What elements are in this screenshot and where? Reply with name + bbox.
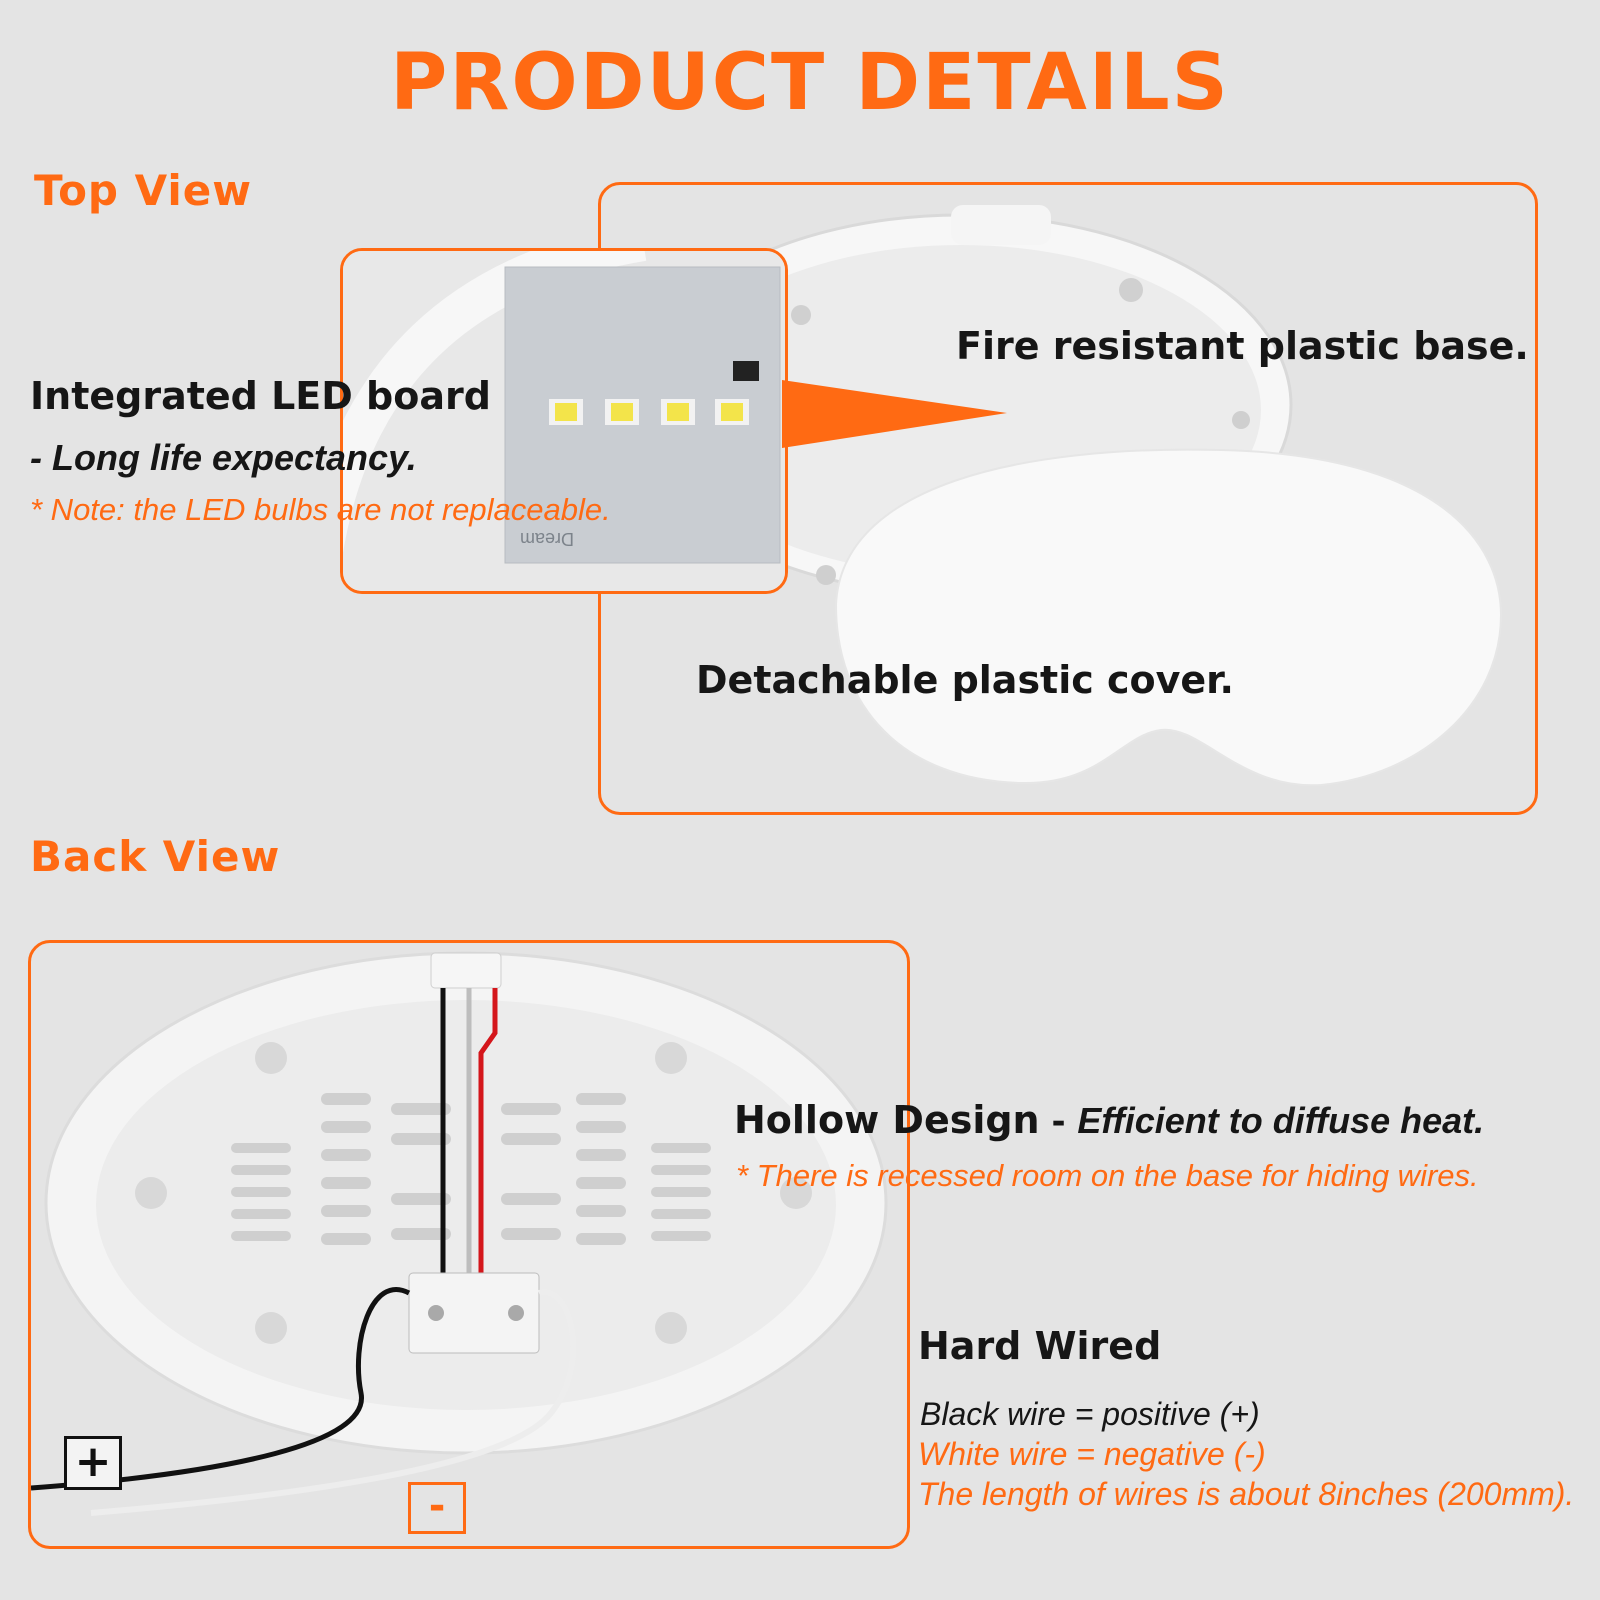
led-board-inset	[340, 248, 788, 594]
negative-marker: -	[408, 1482, 466, 1534]
top-view-heading: Top View	[34, 166, 253, 215]
callout-pointer	[782, 380, 1007, 448]
hollow-label: Hollow Design	[734, 1098, 1040, 1142]
led-board-illustration	[343, 251, 785, 591]
hard-wired-label: Hard Wired	[918, 1324, 1162, 1368]
led-note: * Note: the LED bulbs are not replaceabl…	[30, 492, 611, 527]
hollow-sub: Efficient to diffuse heat.	[1077, 1100, 1485, 1141]
hollow-design-line: Hollow Design - Efficient to diffuse hea…	[734, 1098, 1484, 1142]
page-title: PRODUCT DETAILS	[390, 38, 1230, 128]
black-wire-text: Black wire = positive (+)	[920, 1396, 1260, 1432]
board-brand-mark: Dream	[520, 529, 575, 549]
led-label: Integrated LED board	[30, 374, 491, 418]
led-sub: - Long life expectancy.	[30, 437, 417, 478]
cover-label: Detachable plastic cover.	[696, 658, 1234, 702]
white-wire-text: White wire = negative (-)	[918, 1436, 1266, 1472]
hollow-note: * There is recessed room on the base for…	[736, 1158, 1479, 1193]
light-fixture-back-illustration	[31, 951, 888, 1516]
wire-length-text: The length of wires is about 8inches (20…	[918, 1476, 1575, 1512]
negative-sign: -	[428, 1483, 446, 1529]
positive-sign: +	[74, 1436, 112, 1487]
back-view-photo-frame	[28, 940, 910, 1549]
hollow-separator: -	[1039, 1102, 1078, 1142]
back-view-heading: Back View	[30, 832, 281, 881]
base-label: Fire resistant plastic base.	[956, 324, 1529, 368]
positive-marker: +	[64, 1436, 122, 1490]
